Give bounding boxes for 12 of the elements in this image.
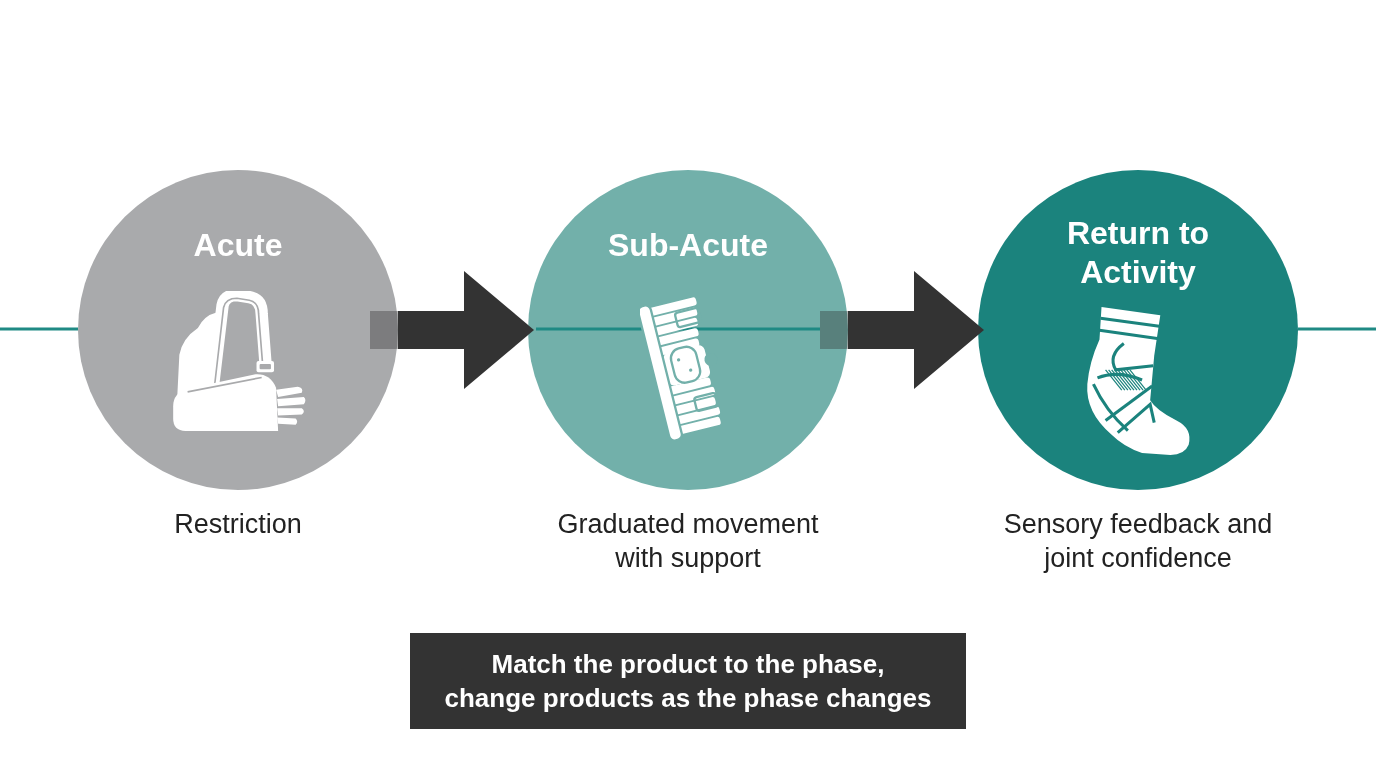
phase-title: Sub-Acute — [608, 226, 768, 265]
note-banner — [410, 633, 966, 729]
block-arrow — [398, 271, 534, 389]
block-arrow — [848, 271, 984, 389]
phase-title: Return to Activity — [1065, 214, 1211, 292]
timeline-line — [1298, 327, 1376, 331]
phase-description: Restriction — [173, 508, 303, 541]
timeline-line — [0, 327, 78, 331]
phase-description: Graduated movement with support — [556, 508, 820, 575]
note-text: Match the product to the phase, change products as the phase changes — [443, 648, 933, 715]
phase-title: Acute — [193, 226, 283, 265]
phase-description: Sensory feedback and joint confidence — [1002, 508, 1274, 575]
